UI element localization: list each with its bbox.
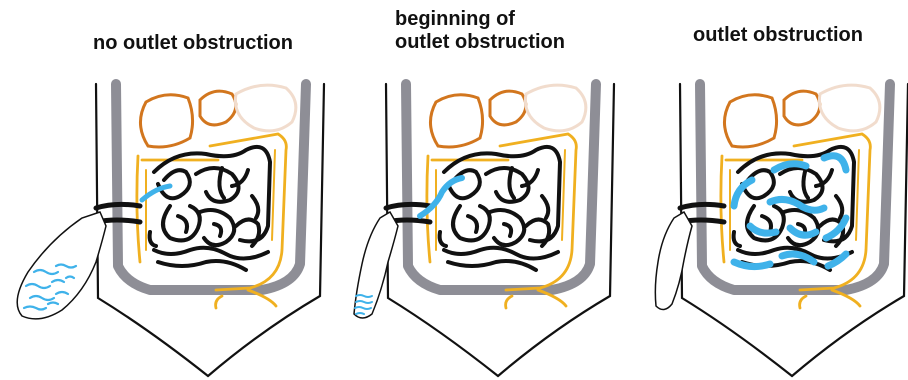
panel-outlet-obstruction <box>655 84 908 376</box>
stoma-bag <box>354 212 398 318</box>
panel-beginning-of-outlet-obstruction <box>354 84 614 376</box>
stoma-bag <box>655 212 692 310</box>
abdomen-outline <box>386 84 614 376</box>
panel-no-outlet-obstruction <box>17 84 324 376</box>
abdomen-outline <box>96 84 324 376</box>
